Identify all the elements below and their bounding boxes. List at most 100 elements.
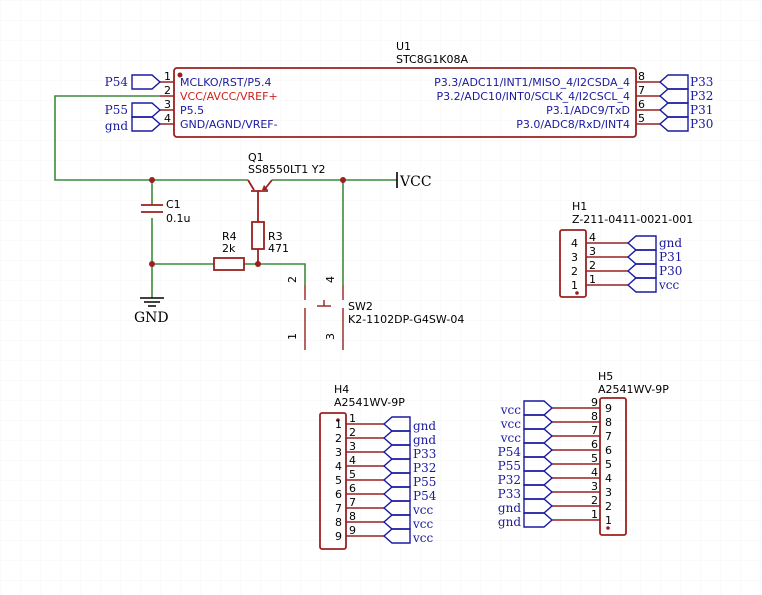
net-label-gnd-u1: gnd (105, 119, 128, 133)
net-label-h4-4: P32 (413, 461, 436, 475)
h5-pin4-left: 4 (591, 466, 598, 479)
u1-pin5-name: P3.0/ADC8/RxD/INT4 (516, 118, 630, 131)
net-flag-h4-8[interactable] (382, 514, 411, 530)
net-flag-gnd-u1[interactable] (131, 116, 162, 132)
h4-pin2-left: 2 (335, 432, 342, 445)
h5-pin6-right: 6 (605, 444, 612, 457)
u1-pin8-num: 8 (638, 70, 645, 83)
net-flag-h4-9[interactable] (382, 528, 411, 544)
h1-pin3-right: 3 (589, 245, 596, 258)
net-flag-h5-6[interactable] (523, 442, 554, 458)
u1-left-net-flags: P54 P55 gnd (105, 74, 162, 133)
h4-ref: H4 (334, 383, 349, 396)
net-flag-h4-3[interactable] (382, 444, 411, 460)
gnd-symbol-label: GND (134, 310, 169, 326)
net-label-h4-2: gnd (413, 433, 436, 447)
net-flag-gnd-h1[interactable] (626, 235, 657, 251)
sw2-switch[interactable]: 2 4 1 3 SW2 K2-1102DP-G4SW-04 (286, 276, 464, 350)
h4-pin1-left: 1 (335, 418, 342, 431)
h5-pin6-left: 6 (591, 438, 598, 451)
net-flag-p54[interactable] (131, 74, 162, 90)
net-flag-h4-5[interactable] (382, 472, 411, 488)
net-label-h4-8: vcc (412, 517, 434, 531)
net-flag-h5-1[interactable] (523, 512, 554, 528)
net-label-h4-1: gnd (413, 419, 436, 433)
net-label-h4-6: P54 (413, 489, 437, 503)
h1-pin2-left: 2 (571, 265, 578, 278)
h5-connector[interactable]: H5 A2541WV-9P 9 8 7 6 5 4 3 2 1 9 8 7 6 … (498, 370, 670, 536)
net-label-p30-h1: P30 (659, 264, 682, 278)
sw2-pin1: 1 (286, 333, 299, 340)
h5-pin9-left: 9 (591, 396, 598, 409)
r4-resistor[interactable]: R4 2k (213, 230, 245, 271)
net-label-p54: P54 (105, 75, 129, 89)
h5-pin5-left: 5 (591, 452, 598, 465)
u1-chip[interactable]: U1 STC8G1K08A 1 2 3 4 MCLKO/RST/P5.4 VCC… (160, 40, 660, 138)
net-flag-p33-u1[interactable] (658, 74, 689, 90)
net-flag-h5-7[interactable] (523, 428, 554, 444)
h4-pin5-left: 5 (335, 474, 342, 487)
u1-pin1-marker (177, 72, 183, 78)
sw2-ref: SW2 (348, 300, 373, 313)
h4-pin7-right: 7 (349, 496, 356, 509)
net-label-h5-5: P55 (498, 459, 521, 473)
sw2-value: K2-1102DP-G4SW-04 (348, 313, 464, 326)
q1-value: SS8550LT1 Y2 (248, 163, 326, 176)
net-flag-p30-h1[interactable] (626, 263, 657, 279)
net-flag-p30-u1[interactable] (658, 116, 689, 132)
net-flag-h4-2[interactable] (382, 430, 411, 446)
h4-connector[interactable]: H4 A2541WV-9P 1 2 3 4 5 6 7 8 9 1 2 3 4 … (319, 383, 437, 550)
h4-pin5-right: 5 (349, 468, 356, 481)
gnd-symbol[interactable]: GND (134, 297, 169, 326)
h4-pin3-left: 3 (335, 446, 342, 459)
h5-pin5-right: 5 (605, 458, 612, 471)
c1-value: 0.1u (166, 212, 190, 225)
net-label-gnd-h1: gnd (659, 236, 682, 250)
u1-ref: U1 (396, 40, 411, 53)
h4-pin6-left: 6 (335, 488, 342, 501)
sw2-pin4: 4 (324, 276, 337, 283)
junction-vcc-sw2 (340, 177, 346, 183)
u1-body (173, 67, 637, 138)
net-flag-p32-u1[interactable] (658, 88, 689, 104)
net-flag-h4-6[interactable] (382, 486, 411, 502)
h5-pin8-right: 8 (605, 416, 612, 429)
h1-pin3-left: 3 (571, 251, 578, 264)
net-flag-h5-2[interactable] (523, 498, 554, 514)
net-flag-p55[interactable] (131, 102, 162, 118)
h4-pin3-right: 3 (349, 440, 356, 453)
r3-resistor[interactable]: R3 471 (251, 221, 289, 264)
net-flag-h5-9[interactable] (523, 400, 554, 416)
net-flag-p31-h1[interactable] (626, 249, 657, 265)
net-label-h4-7: vcc (412, 503, 434, 517)
h1-pin1-right: 1 (589, 273, 596, 286)
h1-value: Z-211-0411-0021-001 (572, 213, 693, 226)
vcc-symbol[interactable]: VCC (396, 172, 432, 190)
net-flag-h4-4[interactable] (382, 458, 411, 474)
net-flag-vcc-h1[interactable] (626, 277, 657, 293)
h4-pin7-left: 7 (335, 502, 342, 515)
c1-capacitor[interactable]: C1 0.1u (141, 198, 190, 225)
net-flag-h4-7[interactable] (382, 500, 411, 516)
h5-pin4-right: 4 (605, 472, 612, 485)
net-flag-h5-3[interactable] (523, 484, 554, 500)
h5-pin3-right: 3 (605, 486, 612, 499)
net-flag-h4-1[interactable] (382, 416, 411, 432)
r4-value: 2k (222, 242, 236, 255)
net-label-p31-u1: P31 (690, 103, 713, 117)
u1-pin4-name: GND/AGND/VREF- (180, 118, 278, 131)
h1-connector[interactable]: H1 Z-211-0411-0021-001 4 3 2 1 4 3 2 1 g… (559, 200, 693, 298)
r4-ref: R4 (222, 230, 237, 243)
net-label-h5-1: gnd (498, 515, 521, 529)
q1-transistor[interactable]: Q1 SS8550LT1 Y2 (247, 151, 326, 222)
u1-pin7-name: P3.2/ADC10/INT0/SCLK_4/I2CSCL_4 (436, 90, 630, 103)
h5-pin7-right: 7 (605, 430, 612, 443)
net-label-h5-8: vcc (500, 417, 522, 431)
u1-pin6-name: P3.1/ADC9/TxD (546, 104, 630, 117)
net-flag-h5-5[interactable] (523, 456, 554, 472)
net-flag-h5-8[interactable] (523, 414, 554, 430)
net-flag-p31-u1[interactable] (658, 102, 689, 118)
r3-ref: R3 (268, 230, 283, 243)
net-flag-h5-4[interactable] (523, 470, 554, 486)
